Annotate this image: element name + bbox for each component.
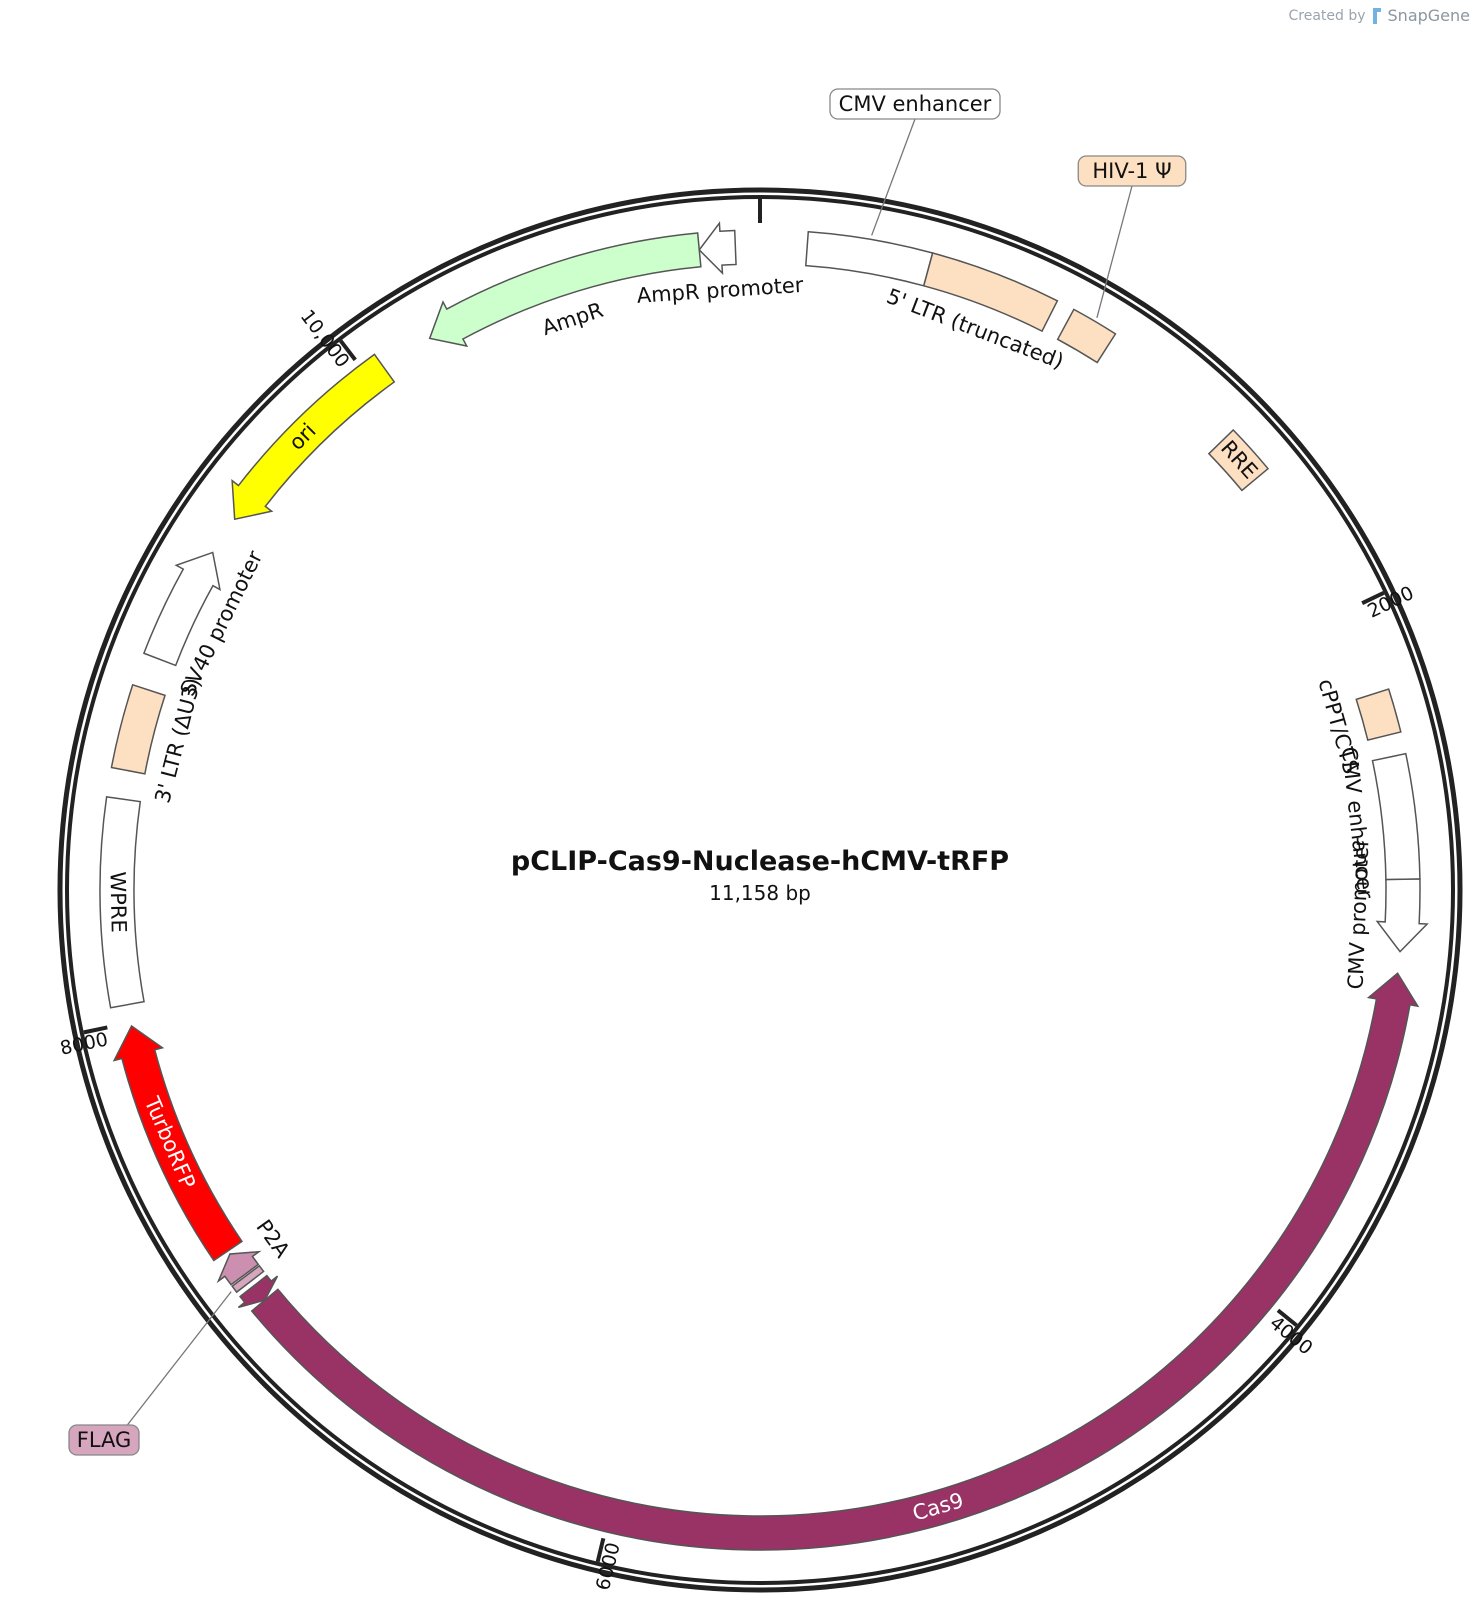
feature-shape-sv40-promoter[interactable] bbox=[142, 551, 221, 667]
tick-label: 8000 bbox=[58, 1028, 110, 1059]
feature-cmv-enhancer-1[interactable] bbox=[804, 230, 934, 287]
flag-callout[interactable]: FLAG bbox=[68, 1291, 232, 1456]
hiv-psi-callout-label: HIV-1 Ψ bbox=[1092, 159, 1171, 183]
feature-shape-nls[interactable] bbox=[237, 1274, 279, 1309]
feature-cas9[interactable]: Cas9 bbox=[250, 972, 1420, 1551]
cmv-enhancer-callout-box[interactable] bbox=[829, 88, 1001, 120]
feature-ori[interactable]: ori bbox=[231, 353, 396, 521]
tick-mark bbox=[1361, 591, 1385, 605]
tick-label: 10,000 bbox=[296, 306, 354, 372]
feature-shape-cmv-promoter[interactable] bbox=[1375, 878, 1429, 953]
snapgene-credit: Created by SnapGene bbox=[1288, 6, 1470, 25]
tick-mark bbox=[83, 1025, 108, 1035]
feature-shape-cmv-enhancer-1[interactable] bbox=[804, 230, 934, 287]
feature-shape-cas9[interactable] bbox=[250, 972, 1420, 1551]
feature-rre[interactable]: RRE bbox=[1207, 428, 1270, 492]
feature-shape-flag[interactable] bbox=[231, 1264, 265, 1294]
credit-prefix: Created by bbox=[1288, 7, 1366, 24]
credit-brand: SnapGene bbox=[1387, 6, 1470, 25]
feature-shape-wpre[interactable] bbox=[99, 795, 145, 1009]
tick-mark bbox=[1276, 1308, 1298, 1327]
feature-wpre[interactable]: WPRE bbox=[99, 795, 145, 1009]
feature-label-ampr-promoter: AmpR promoter bbox=[636, 273, 804, 308]
plasmid-backbone bbox=[57, 187, 1463, 1593]
tick-label: 6000 bbox=[592, 1540, 625, 1592]
hiv-psi-callout-box[interactable] bbox=[1077, 155, 1187, 187]
cmv-enhancer-callout-leader bbox=[871, 118, 916, 236]
feature-label-wpre: WPRE bbox=[106, 871, 131, 933]
snapgene-logo-icon bbox=[1372, 7, 1381, 24]
tick-mark bbox=[595, 1537, 606, 1563]
backbone-outer-ring bbox=[57, 187, 1463, 1593]
feature-flag[interactable] bbox=[231, 1264, 265, 1294]
feature-shape-p2a[interactable] bbox=[216, 1250, 262, 1286]
cmv-enhancer-callout[interactable]: CMV enhancer bbox=[829, 88, 1001, 236]
feature-shape-five-ltr[interactable] bbox=[922, 252, 1059, 333]
feature-label-cmv-promoter: CMV promoter bbox=[1344, 837, 1374, 989]
feature-label-ampr: AmpR bbox=[539, 298, 606, 340]
plasmid-name: pCLIP-Cas9-Nuclease-hCMV-tRFP bbox=[511, 846, 1009, 877]
feature-hiv-psi[interactable] bbox=[1056, 308, 1117, 364]
tick-mark bbox=[339, 339, 357, 362]
feature-shape-hiv-psi[interactable] bbox=[1056, 308, 1117, 364]
feature-shape-rre[interactable] bbox=[1207, 428, 1270, 492]
hiv-psi-callout-leader bbox=[1096, 185, 1133, 318]
feature-shape-ori[interactable] bbox=[231, 353, 396, 521]
cmv-enhancer-callout-label: CMV enhancer bbox=[839, 92, 992, 116]
feature-shape-three-ltr[interactable] bbox=[110, 683, 166, 775]
feature-shape-cmv-enhancer-2[interactable] bbox=[1371, 752, 1421, 881]
feature-shape-ampr-promoter[interactable] bbox=[698, 221, 737, 276]
flag-callout-box[interactable] bbox=[68, 1424, 140, 1456]
flag-callout-label: FLAG bbox=[77, 1428, 132, 1452]
plasmid-size: 11,158 bp bbox=[709, 881, 811, 905]
feature-sv40-promoter[interactable]: SV40 promoter bbox=[142, 547, 268, 700]
hiv-psi-callout[interactable]: HIV-1 Ψ bbox=[1077, 155, 1187, 318]
feature-shape-turborfp[interactable] bbox=[112, 1024, 243, 1262]
backbone-inner-ring bbox=[65, 195, 1455, 1585]
feature-shape-cppt[interactable] bbox=[1355, 688, 1402, 741]
feature-turborfp[interactable]: TurboRFP bbox=[112, 1024, 243, 1262]
